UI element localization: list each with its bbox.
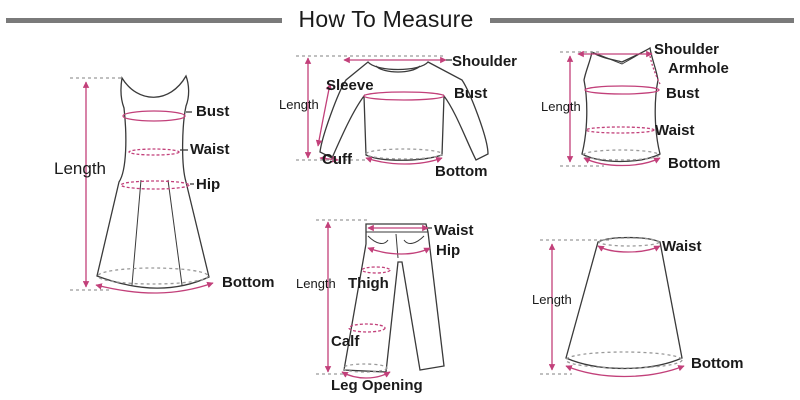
dress-length-label: Length (54, 159, 106, 178)
skirt-waist-label: Waist (662, 238, 702, 255)
sweater-length-label: Length (279, 97, 319, 112)
pants-thigh-line (361, 266, 391, 274)
tank-shoulder-label: Shoulder (654, 41, 720, 58)
sweater-bust-label: Bust (454, 85, 488, 102)
sweater-sleeve-arrow (315, 83, 333, 147)
skirt-outline (565, 236, 683, 370)
tank-length-label: Length (541, 99, 581, 114)
sweater-sleeve-label: Sleeve (326, 77, 374, 94)
skirt-bottom-arrow (565, 365, 685, 378)
dress-inner-fold-2 (167, 179, 183, 286)
tank-bottom-label: Bottom (668, 155, 721, 172)
dress-waist-label: Waist (190, 141, 230, 158)
tank-bust-label: Bust (666, 85, 700, 102)
dress-diagram (70, 74, 214, 294)
sweater-bottom-dashed (365, 148, 443, 160)
pants-legopening-label: Leg Opening (331, 377, 423, 394)
sweater-diagram (296, 55, 489, 165)
tank-outline (581, 46, 661, 163)
skirt-bottom-label: Bottom (691, 355, 744, 372)
skirt-diagram (540, 236, 685, 378)
pants-waist-label: Waist (434, 222, 474, 239)
sweater-shoulder-label: Shoulder (452, 53, 518, 70)
tank-armhole-label: Armhole (668, 60, 729, 77)
dress-inner-fold (131, 179, 142, 286)
pants-calf-line (348, 323, 386, 333)
dress-bust-label: Bust (196, 103, 230, 120)
page-title: How To Measure (298, 6, 474, 32)
pants-pocket-right (403, 235, 425, 244)
tank-waist-line (585, 126, 655, 134)
dress-hip-line (120, 180, 190, 190)
pants-hem-dashed (342, 363, 388, 373)
tank-diagram (560, 46, 661, 167)
sweater-bust-line (363, 91, 445, 101)
pants-hip-line (367, 246, 431, 255)
skirt-waist-arrow (597, 245, 661, 253)
dress-waist-line (128, 148, 180, 156)
sweater-collar (375, 65, 421, 73)
pants-pocket-left (367, 235, 389, 244)
skirt-length-label: Length (532, 292, 572, 307)
pants-hip-label: Hip (436, 242, 461, 259)
tank-waist-label: Waist (655, 122, 695, 139)
sweater-bottom-arrow (365, 156, 443, 165)
header: How To Measure (0, 0, 800, 40)
sweater-cuff-label: Cuff (322, 151, 352, 168)
dress-bust-line (122, 110, 186, 122)
pants-outline (343, 223, 445, 373)
tank-bottom-arrow (583, 157, 661, 167)
pants-length-label: Length (296, 276, 336, 291)
tank-bust-line (584, 85, 660, 95)
title-rule-left (6, 18, 282, 23)
pants-diagram (316, 219, 445, 379)
pants-legopening-arrow (341, 371, 391, 379)
dress-bottom-arrow (95, 281, 214, 294)
sweater-bottom-label: Bottom (435, 163, 488, 180)
tank-armhole-line (649, 55, 661, 85)
dress-outline (96, 74, 210, 289)
skirt-hem-dashed (565, 351, 683, 369)
dress-hip-label: Hip (196, 176, 221, 193)
title-rule-right (490, 18, 794, 23)
dress-bottom-label: Bottom (222, 274, 275, 291)
pants-thigh-label: Thigh (348, 275, 389, 292)
pants-calf-label: Calf (331, 333, 360, 350)
